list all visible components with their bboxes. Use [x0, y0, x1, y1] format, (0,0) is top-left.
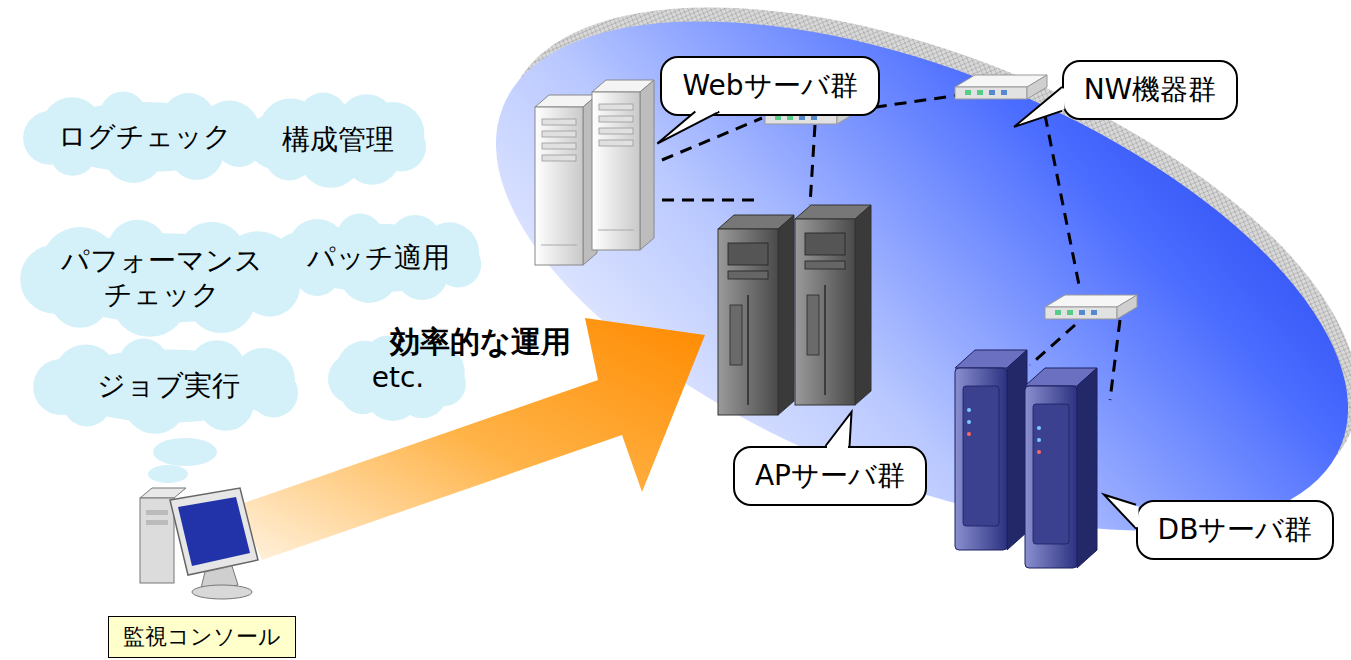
callout-tail: [1062, 60, 1063, 61]
callout-bubble: DBサーバ群: [1136, 500, 1335, 560]
node-text: ジョブ実行: [97, 369, 240, 403]
server-region: [426, 0, 1351, 635]
node-text: パフォーマンス チェック: [55, 244, 270, 311]
callout-tail: [660, 56, 661, 57]
web-servers: [535, 80, 654, 265]
callout-tail: [733, 446, 734, 447]
arrow-label: 効率的な運用: [390, 322, 571, 363]
cloud-bubble: パッチ適用: [272, 213, 485, 303]
node-text: パッチ適用: [307, 241, 450, 275]
node-text: DBサーバ群: [1158, 513, 1313, 547]
ap-servers: [718, 205, 871, 415]
callout-bubble: APサーバ群: [733, 446, 927, 506]
thought-puff: [148, 465, 188, 483]
node-text: 構成管理: [282, 123, 394, 157]
node-text: Webサーバ群: [682, 69, 857, 103]
cloud-bubble: パフォーマンス チェック: [20, 219, 305, 337]
cloud-bubble: 構成管理: [247, 92, 429, 188]
callout-bubble: Webサーバ群: [660, 56, 879, 116]
node-text: ログチェック: [58, 120, 232, 154]
node-text: 監視コンソール: [123, 624, 281, 650]
node-text: etc.: [372, 361, 425, 395]
cloud-bubble: ジョブ実行: [33, 338, 303, 434]
callout-tail: [1136, 500, 1137, 501]
label-box: 監視コンソール: [108, 616, 296, 658]
node-text: NW機器群: [1084, 73, 1217, 107]
console-computer: [140, 488, 258, 599]
operation-arrow: [238, 318, 705, 560]
db-servers: [955, 350, 1097, 568]
node-text: APサーバ群: [755, 459, 905, 493]
callout-bubble: NW機器群: [1062, 60, 1239, 120]
thought-puff: [153, 438, 217, 466]
cloud-bubble: ログチェック: [23, 91, 267, 183]
